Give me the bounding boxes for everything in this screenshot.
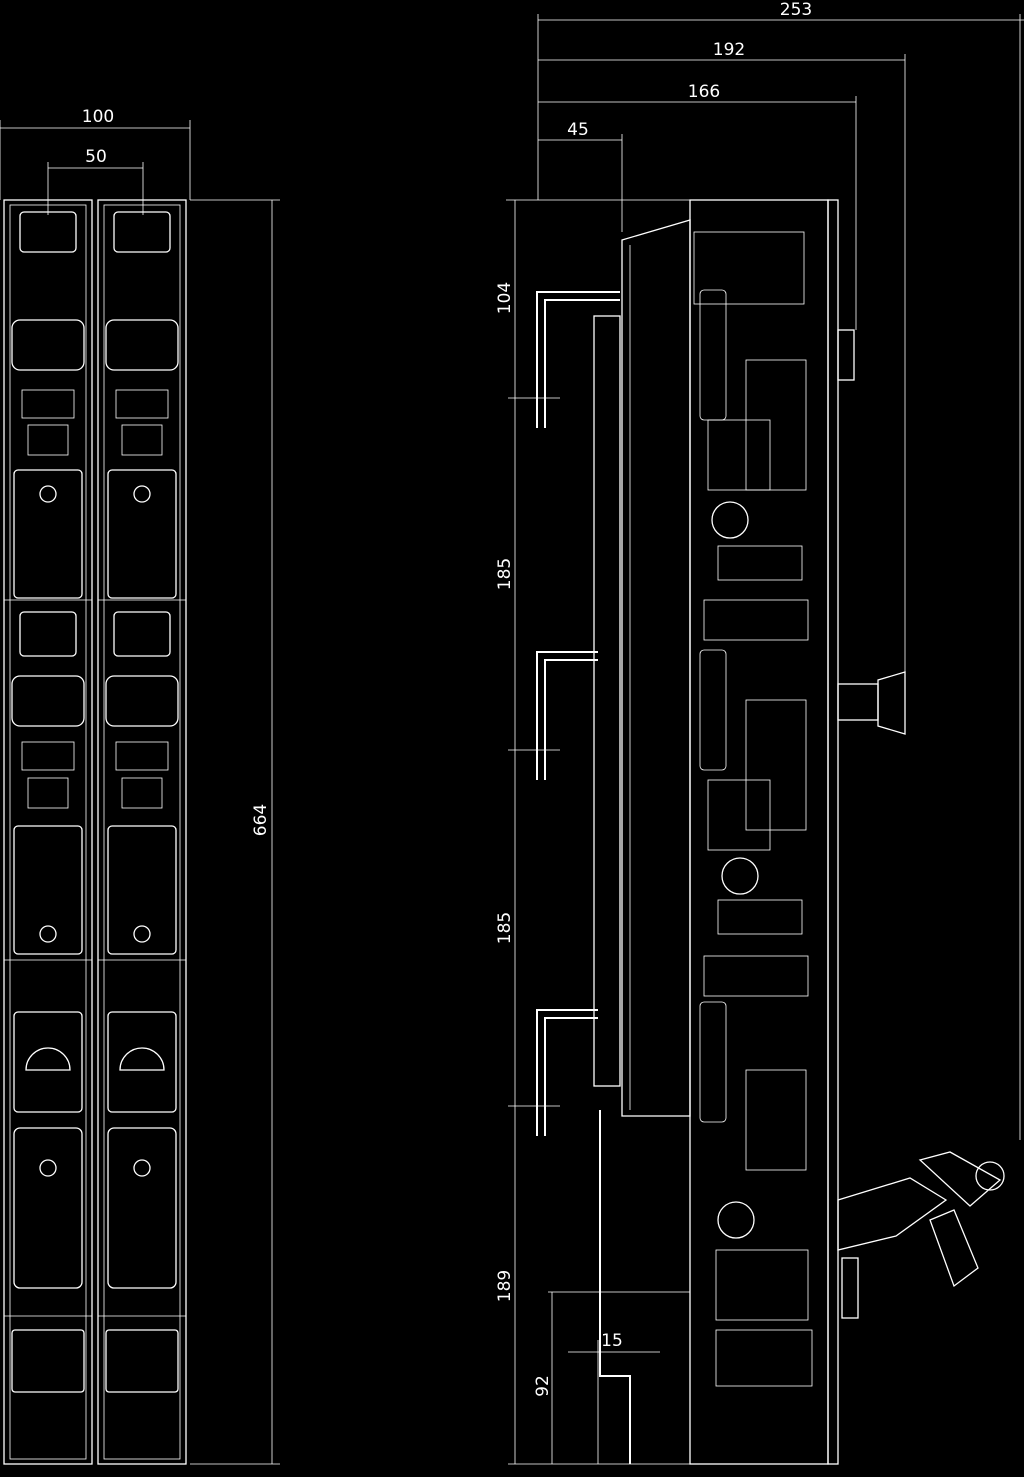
dim-label-185-b: 185 [495, 912, 515, 944]
dim-busbar-offset: 45 [538, 120, 623, 232]
fuse-strip-left [3, 199, 93, 1465]
side-rail [827, 199, 839, 1465]
dim-depth-body: 166 [538, 82, 857, 330]
dim-label-253: 253 [780, 0, 812, 20]
dim-label-192: 192 [713, 40, 745, 60]
front-view: 100 50 664 [0, 107, 280, 1465]
dim-overall-width: 100 [0, 107, 191, 200]
dim-label-45: 45 [567, 120, 589, 140]
dim-label-50: 50 [85, 147, 107, 167]
handle-upper [837, 329, 855, 381]
dim-label-166: 166 [688, 82, 720, 102]
fuse-strip-right [97, 199, 187, 1465]
dim-label-189: 189 [495, 1270, 515, 1302]
mounting-plate [593, 219, 691, 1464]
lever-open [837, 1151, 1005, 1319]
dim-depth-max: 253 [537, 0, 1024, 1140]
dim-terminal: 92 15 [533, 1291, 690, 1464]
dim-label-664: 664 [251, 804, 271, 836]
handle-middle [837, 671, 906, 735]
side-view: 253 192 166 45 104 185 185 1 [495, 0, 1024, 1465]
dim-label-104: 104 [495, 282, 515, 314]
dim-label-185-a: 185 [495, 558, 515, 590]
dim-pitch: 50 [47, 147, 144, 215]
busbar-hooks [536, 291, 620, 1136]
dim-label-15: 15 [601, 1331, 623, 1351]
dim-depth-handle: 192 [538, 40, 906, 680]
dim-label-92: 92 [533, 1375, 553, 1397]
switch-body [689, 199, 829, 1465]
dim-overall-height: 664 [190, 199, 280, 1465]
dim-label-100: 100 [82, 107, 114, 127]
dim-vertical-chain: 104 185 185 189 [495, 199, 690, 1465]
